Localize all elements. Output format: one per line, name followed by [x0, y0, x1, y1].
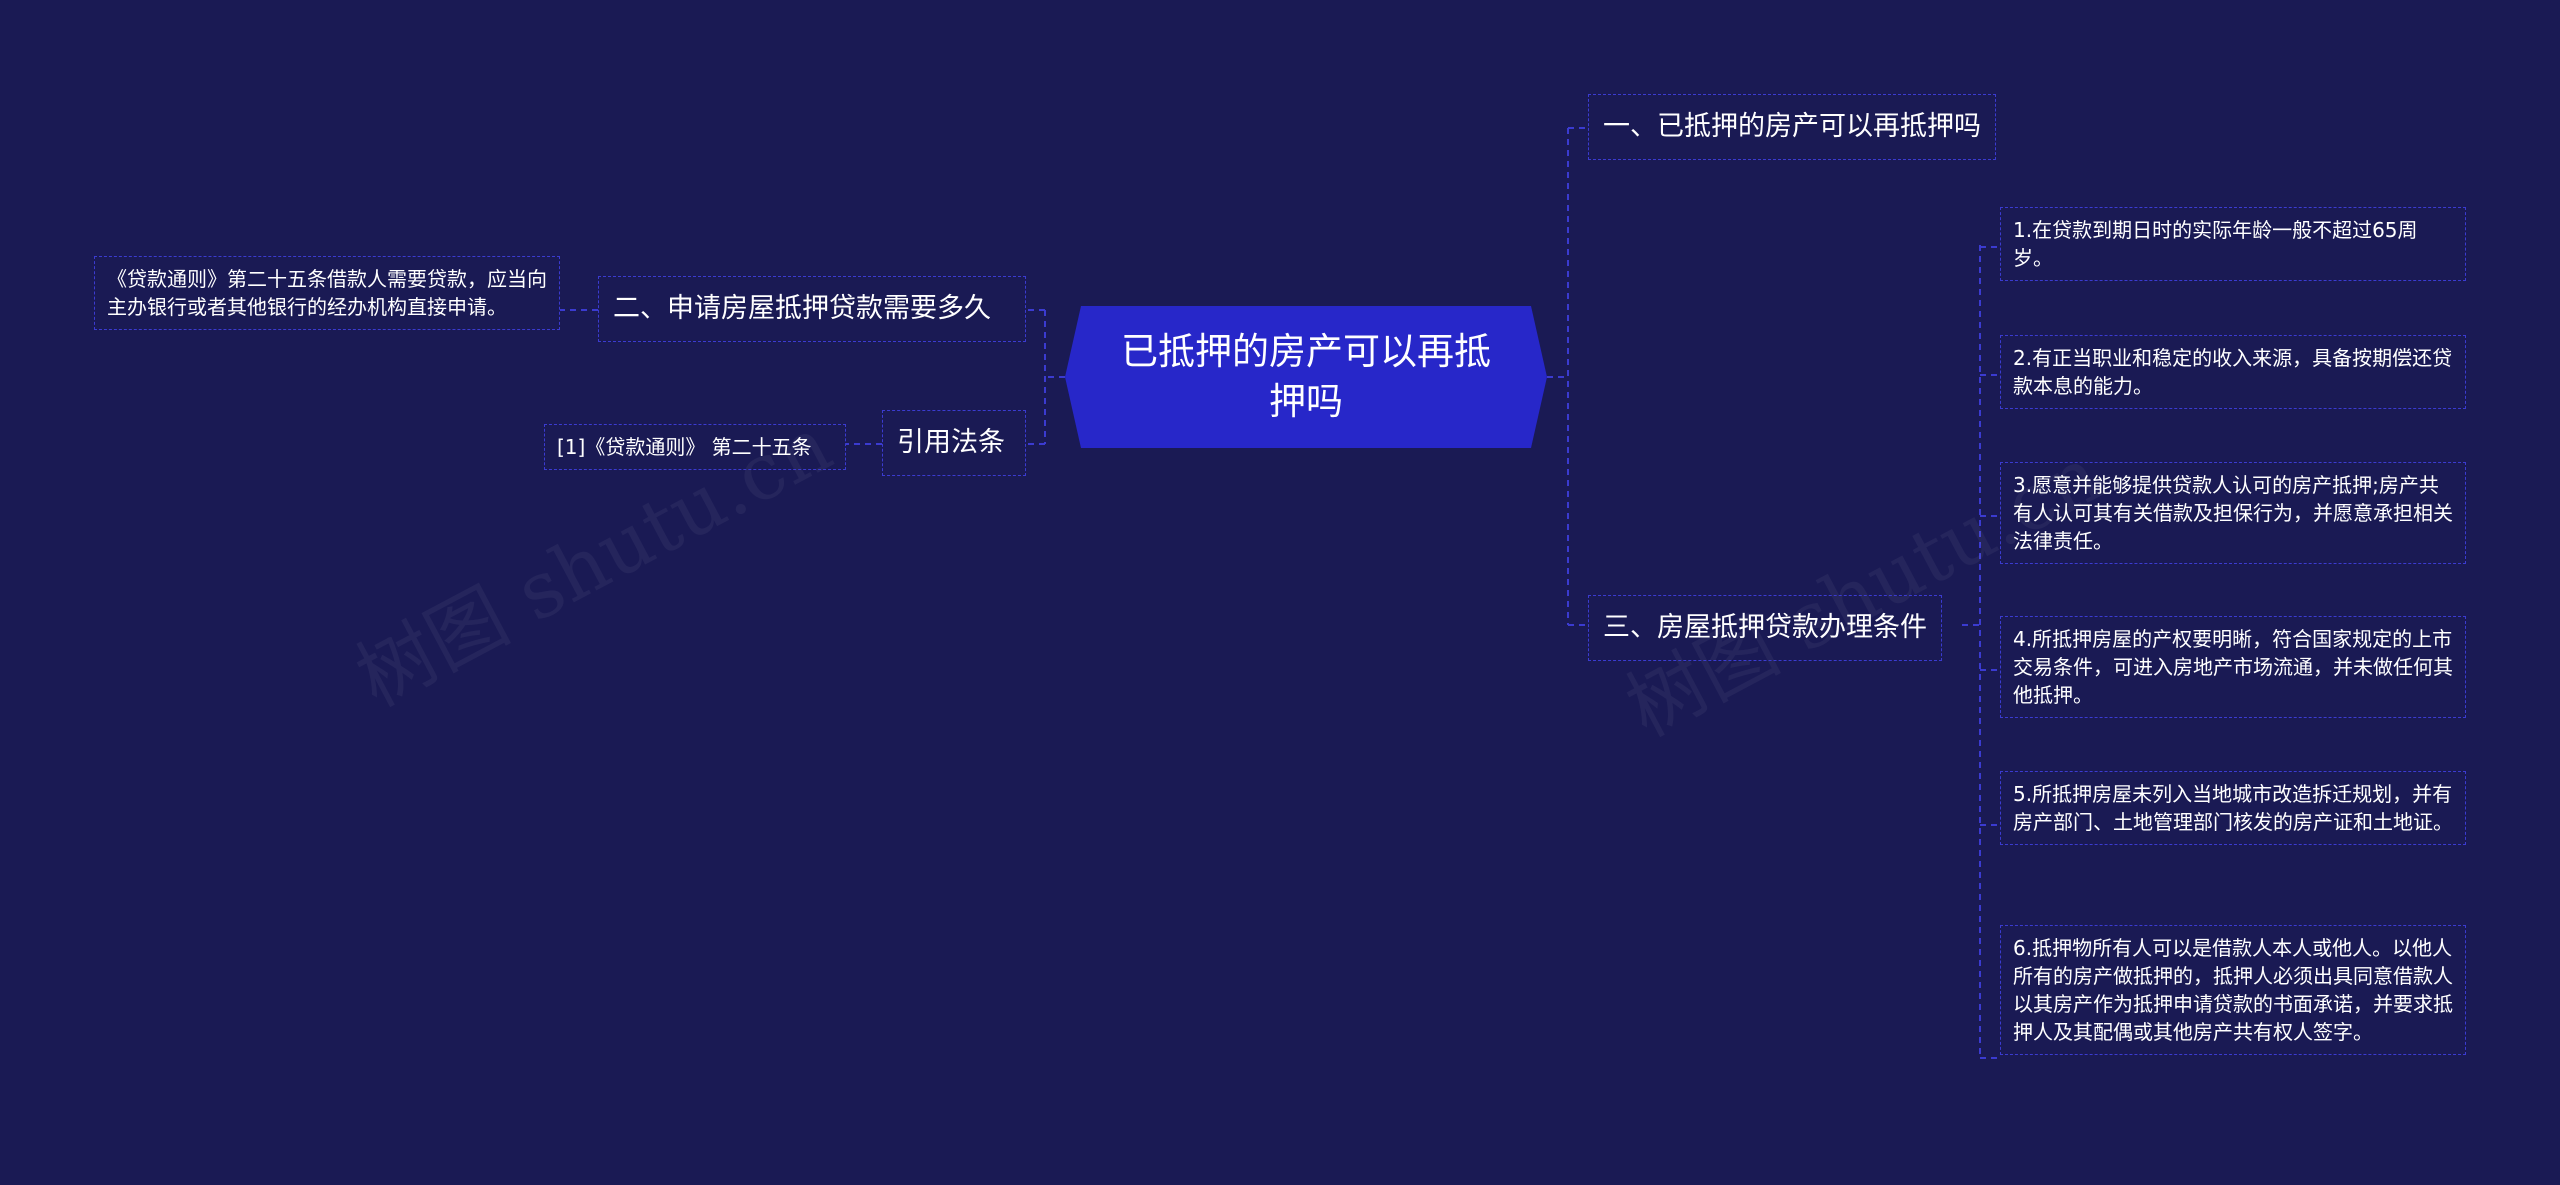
- branch-topic-3[interactable]: 三、房屋抵押贷款办理条件: [1588, 595, 1942, 661]
- condition-item-1[interactable]: 1.在贷款到期日时的实际年龄一般不超过65周岁。: [2000, 207, 2466, 281]
- root-topic-label: 已抵押的房产可以再抵押吗: [1121, 330, 1491, 423]
- condition-item-6-text: 6.抵押物所有人可以是借款人本人或他人。以他人所有的房产做抵押的，抵押人必须出具…: [2013, 936, 2453, 1044]
- condition-item-4[interactable]: 4.所抵押房屋的产权要明晰，符合国家规定的上市交易条件，可进入房地产市场流通，并…: [2000, 616, 2466, 718]
- condition-item-5-text: 5.所抵押房屋未列入当地城市改造拆迁规划，并有房产部门、土地管理部门核发的房产证…: [2013, 782, 2453, 834]
- branch-topic-3-label: 三、房屋抵押贷款办理条件: [1603, 612, 1927, 643]
- reference-item-text: [1]《贷款通则》 第二十五条: [557, 435, 812, 459]
- references-topic-label: 引用法条: [897, 427, 1005, 458]
- branch-topic-2-detail[interactable]: 《贷款通则》第二十五条借款人需要贷款，应当向主办银行或者其他银行的经办机构直接申…: [94, 256, 560, 330]
- condition-item-3-text: 3.愿意并能够提供贷款人认可的房产抵押;房产共有人认可其有关借款及担保行为，并愿…: [2013, 473, 2453, 553]
- condition-item-6[interactable]: 6.抵押物所有人可以是借款人本人或他人。以他人所有的房产做抵押的，抵押人必须出具…: [2000, 925, 2466, 1055]
- branch-topic-2-detail-text: 《贷款通则》第二十五条借款人需要贷款，应当向主办银行或者其他银行的经办机构直接申…: [107, 267, 547, 319]
- root-topic[interactable]: 已抵押的房产可以再抵押吗: [1065, 306, 1547, 448]
- references-topic[interactable]: 引用法条: [882, 410, 1026, 476]
- condition-item-1-text: 1.在贷款到期日时的实际年龄一般不超过65周岁。: [2013, 218, 2418, 270]
- branch-topic-1-label: 一、已抵押的房产可以再抵押吗: [1603, 111, 1981, 142]
- branch-topic-2-label: 二、申请房屋抵押贷款需要多久: [613, 293, 991, 324]
- condition-item-2-text: 2.有正当职业和稳定的收入来源，具备按期偿还贷款本息的能力。: [2013, 346, 2453, 398]
- condition-item-5[interactable]: 5.所抵押房屋未列入当地城市改造拆迁规划，并有房产部门、土地管理部门核发的房产证…: [2000, 771, 2466, 845]
- condition-item-2[interactable]: 2.有正当职业和稳定的收入来源，具备按期偿还贷款本息的能力。: [2000, 335, 2466, 409]
- reference-item[interactable]: [1]《贷款通则》 第二十五条: [544, 424, 846, 470]
- condition-item-3[interactable]: 3.愿意并能够提供贷款人认可的房产抵押;房产共有人认可其有关借款及担保行为，并愿…: [2000, 462, 2466, 564]
- branch-topic-2[interactable]: 二、申请房屋抵押贷款需要多久: [598, 276, 1026, 342]
- branch-topic-1[interactable]: 一、已抵押的房产可以再抵押吗: [1588, 94, 1996, 160]
- condition-item-4-text: 4.所抵押房屋的产权要明晰，符合国家规定的上市交易条件，可进入房地产市场流通，并…: [2013, 627, 2453, 707]
